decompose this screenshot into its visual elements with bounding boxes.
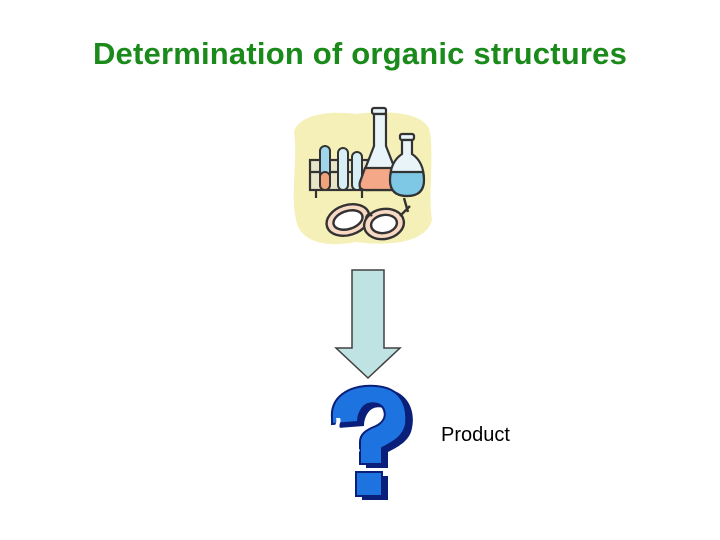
- product-label: Product: [441, 424, 510, 446]
- lab-glassware-icon: [293, 106, 432, 245]
- slide-title: Determination of organic structures: [92, 36, 628, 71]
- down-arrow-icon: [334, 269, 402, 380]
- safety-goggles: [325, 197, 411, 241]
- question-mark-icon: [330, 384, 413, 500]
- round-flask: [388, 132, 426, 198]
- test-tubes: [319, 145, 363, 191]
